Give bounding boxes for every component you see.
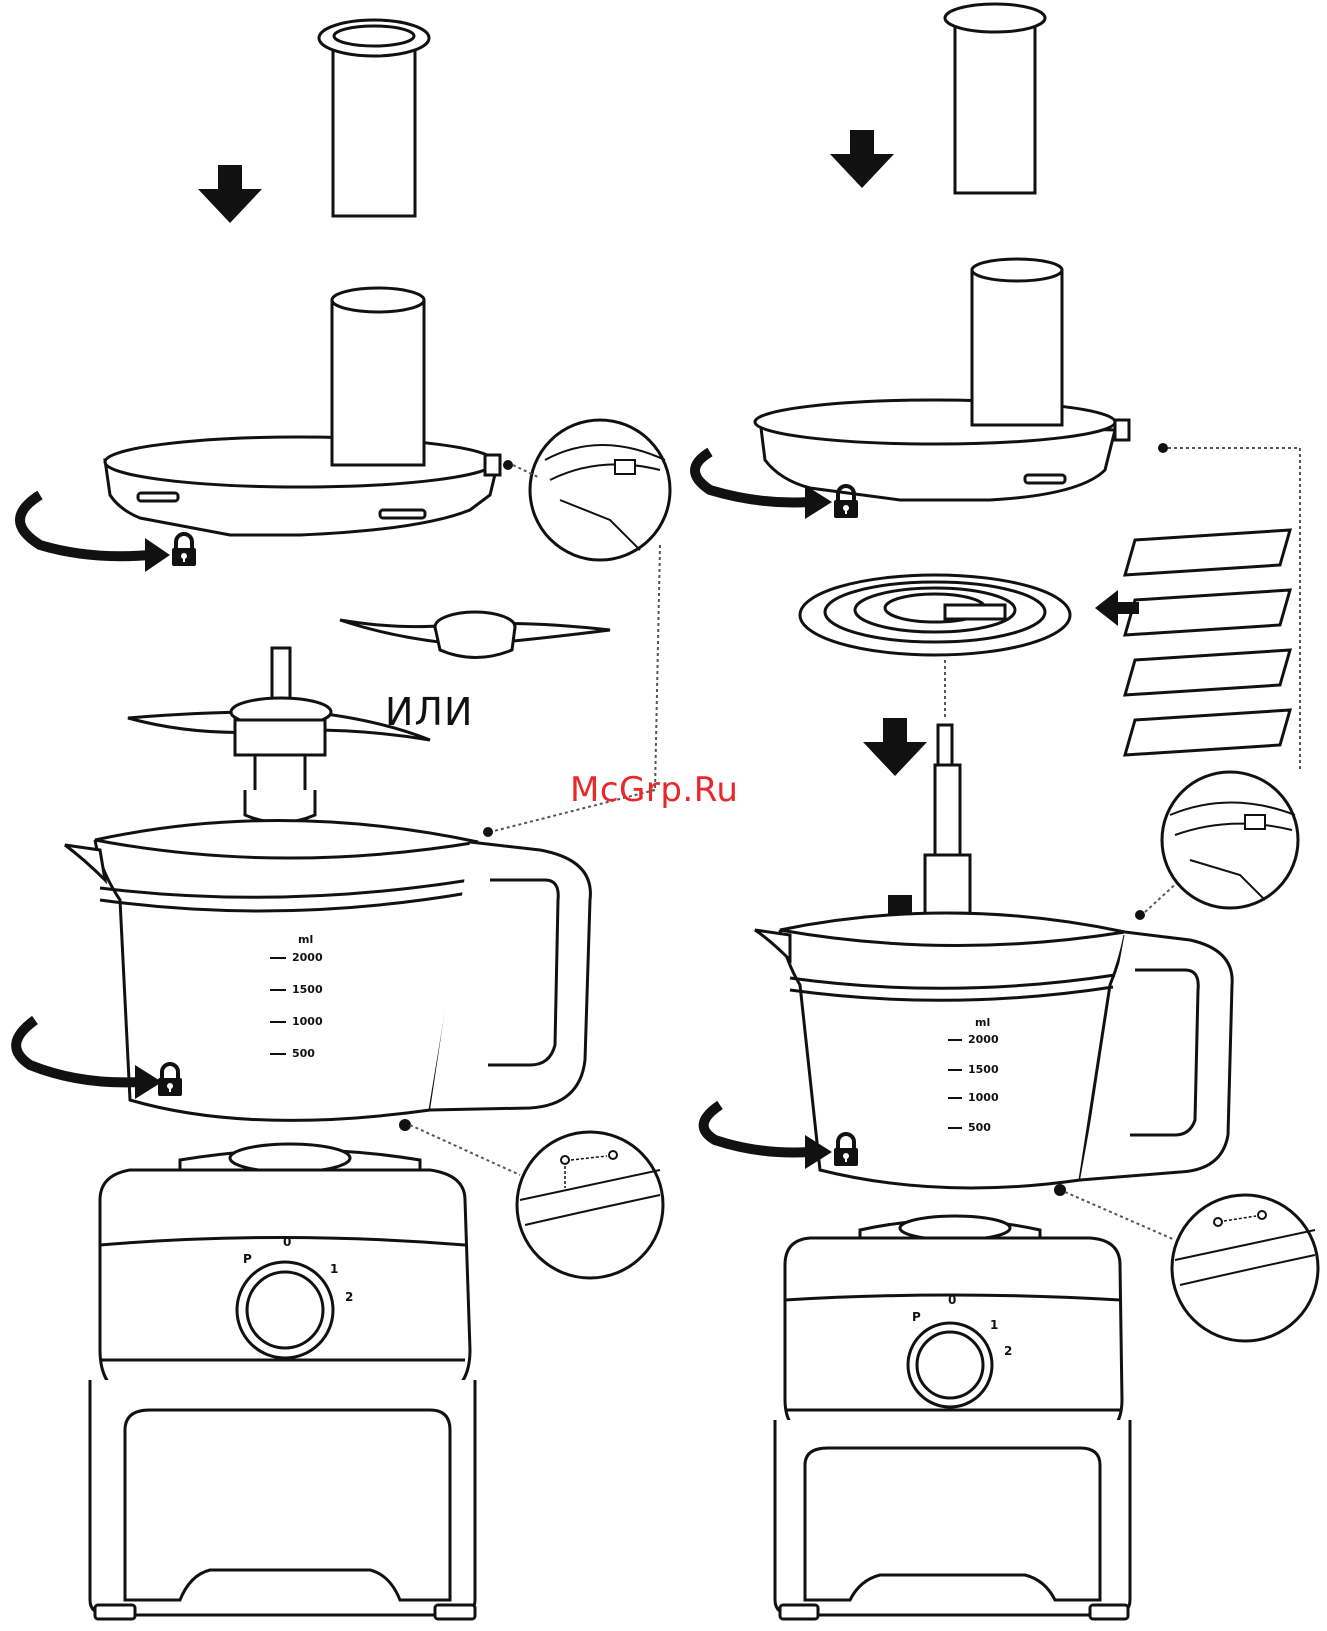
right-base-detail-zoom: [1172, 1195, 1318, 1341]
right-work-bowl: [755, 913, 1232, 1188]
left-dial-label: 0: [283, 1235, 291, 1249]
right-lid: [755, 259, 1129, 500]
right-lid-detail-zoom: [1162, 772, 1298, 908]
or-label: ИЛИ: [385, 690, 473, 734]
left-dial-label: P: [243, 1252, 252, 1266]
left-scale-mark: 1500: [292, 983, 323, 996]
left-dial-label: 1: [330, 1262, 338, 1276]
right-dial-label: 1: [990, 1318, 998, 1332]
right-dial-label: 2: [1004, 1344, 1012, 1358]
watermark: McGrp.Ru: [570, 770, 738, 810]
left-blade-assembly: [128, 648, 430, 823]
right-motor-base: [775, 1216, 1130, 1619]
disc-insert-options: [1125, 530, 1290, 755]
lock-icon: [172, 534, 196, 566]
left-scale-unit: ml: [298, 933, 313, 946]
left-motor-base: [90, 1144, 475, 1619]
left-blade-small: [340, 612, 610, 658]
right-disc-spindle: [925, 725, 970, 915]
down-arrow-icon: [830, 130, 894, 188]
right-food-pusher: [945, 4, 1045, 193]
right-scale-mark: 1000: [968, 1091, 999, 1104]
right-scale-mark: 500: [968, 1121, 991, 1134]
right-scale-mark: 1500: [968, 1063, 999, 1076]
right-scale-unit: ml: [975, 1016, 990, 1029]
left-dial-label: 2: [345, 1290, 353, 1304]
left-scale-mark: 500: [292, 1047, 315, 1060]
right-dial-label: P: [912, 1310, 921, 1324]
left-food-pusher: [319, 20, 429, 216]
slicing-disc: [800, 575, 1070, 655]
down-arrow-icon: [863, 718, 927, 776]
left-scale-mark: 2000: [292, 951, 323, 964]
left-base-detail-zoom: [517, 1132, 663, 1278]
left-scale-mark: 1000: [292, 1015, 323, 1028]
down-arrow-icon: [198, 165, 262, 223]
right-dial-label: 0: [948, 1293, 956, 1307]
right-scale-mark: 2000: [968, 1033, 999, 1046]
left-lid: [105, 288, 500, 535]
left-lid-detail-zoom: [530, 420, 670, 560]
